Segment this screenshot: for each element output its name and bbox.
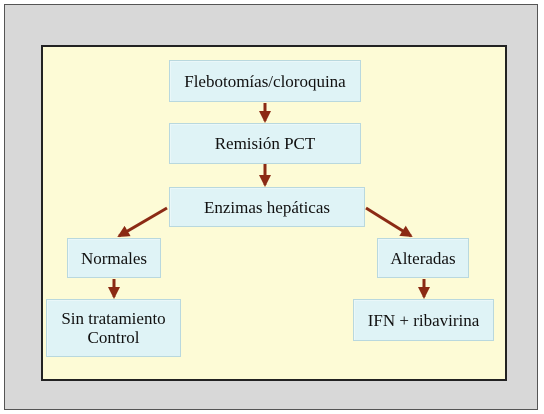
node-remision-pct: Remisión PCT [169,123,361,164]
arrow-enzimas-to-normales [117,206,168,238]
node-ifn-ribavirina: IFN + ribavirina [353,299,494,341]
node-flebotomias-cloroquina: Flebotomías/cloroquina [169,60,361,102]
node-sin-tratamiento-control: Sin tratamiento Control [46,299,181,357]
node-alteradas: Alteradas [377,238,469,278]
arrow-enzimas-to-alteradas [365,206,413,238]
node-normales: Normales [67,238,161,278]
node-enzimas-hepaticas: Enzimas hepáticas [169,187,365,227]
